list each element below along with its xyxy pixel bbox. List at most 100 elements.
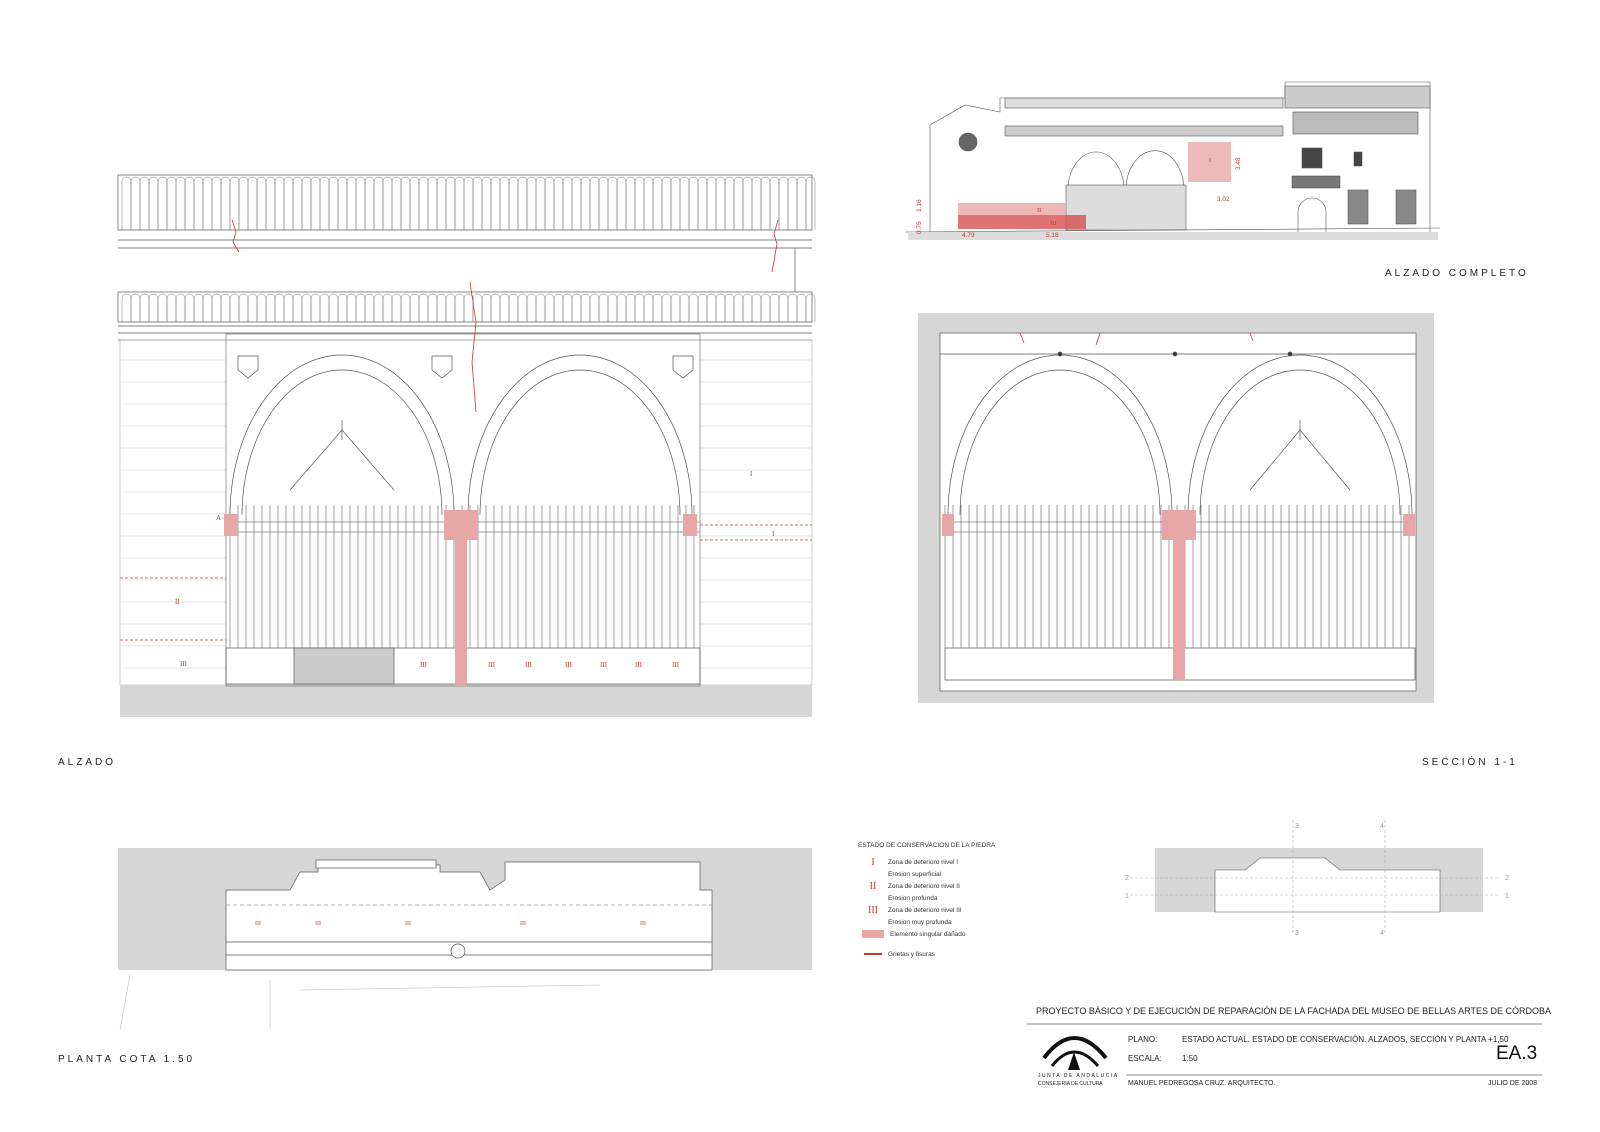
roof-tile <box>787 176 798 230</box>
roof-tile <box>535 176 546 230</box>
roof-tile <box>796 176 807 230</box>
svg-text:III: III <box>315 921 321 927</box>
label-alzado-completo: ALZADO COMPLETO <box>1385 268 1529 279</box>
roof-tile <box>409 293 420 322</box>
plano-value: ESTADO ACTUAL. ESTADO DE CONSERVACIÓN. A… <box>1182 1035 1509 1044</box>
roof-tile <box>247 176 258 230</box>
roof-tile <box>256 293 267 322</box>
legend-item: Grietas y fisuras <box>858 948 1028 960</box>
roof-tile <box>193 293 204 322</box>
legend-label: Zona de deterioro nivel III <box>888 906 962 914</box>
roof-tile <box>661 176 672 230</box>
roof-tile <box>760 293 771 322</box>
roof-tile <box>589 176 600 230</box>
roof-tile <box>166 176 177 230</box>
roof-tile <box>355 176 366 230</box>
legend-item: Erosion superficial <box>858 868 1028 880</box>
label-planta: PLANTA COTA 1.50 <box>58 1054 196 1065</box>
svg-text:II: II <box>175 598 180 606</box>
roof-tile <box>760 176 771 230</box>
roof-tile <box>148 293 159 322</box>
zone-symbol: I <box>871 856 875 868</box>
roof-tile <box>463 176 474 230</box>
legend-label: Erosion superficial <box>888 870 942 878</box>
roof-tile <box>715 176 726 230</box>
roof-tile <box>364 293 375 322</box>
label-seccion: SECCIÓN 1-1 <box>1422 757 1518 768</box>
roof-tile <box>184 176 195 230</box>
zone-iii-mark: III <box>565 661 573 669</box>
svg-text:I: I <box>772 530 775 538</box>
alzado-completo-elevation <box>904 81 1441 240</box>
roof-tile <box>490 293 501 322</box>
damaged-element-swatch <box>862 930 884 938</box>
roof-tile <box>625 293 636 322</box>
roof-tile <box>562 293 573 322</box>
roof-tile <box>769 293 780 322</box>
roof-tile <box>157 176 168 230</box>
roof-tile <box>346 293 357 322</box>
roof-tile <box>301 293 312 322</box>
roof-tile <box>310 176 321 230</box>
roof-tile <box>319 176 330 230</box>
roof-tile <box>670 293 681 322</box>
roof-tile <box>508 293 519 322</box>
roof-tile <box>724 293 735 322</box>
roof-tile <box>418 176 429 230</box>
roof-tile <box>301 176 312 230</box>
roof-tile <box>778 176 789 230</box>
roof-tile <box>148 176 159 230</box>
svg-text:4: 4 <box>1380 930 1384 937</box>
roof-tile <box>697 176 708 230</box>
roof-tile <box>463 293 474 322</box>
roof-tile <box>184 293 195 322</box>
roof-tile <box>499 176 510 230</box>
roof-tile <box>589 293 600 322</box>
svg-text:4: 4 <box>1380 823 1384 830</box>
roof-tile <box>607 176 618 230</box>
roof-tile <box>256 176 267 230</box>
roof-tile <box>625 176 636 230</box>
svg-text:2: 2 <box>1125 875 1129 882</box>
roof-tile <box>571 176 582 230</box>
roof-tile <box>400 176 411 230</box>
roof-tile <box>355 293 366 322</box>
alzado-completo-damage: 1.16 0.75 4.79 5.18 3.02 3.48 I II III <box>916 142 1242 239</box>
roof-tile <box>526 176 537 230</box>
roof-tile <box>778 293 789 322</box>
roof-tile <box>598 293 609 322</box>
roof-tile <box>742 176 753 230</box>
roof-tile <box>373 176 384 230</box>
project-title: PROYECTO BÁSICO Y DE EJECUCIÓN DE REPARA… <box>1036 1006 1551 1016</box>
logo-line2: CONSEJERIA DE CULTURA <box>1038 1081 1103 1087</box>
roof-tile <box>472 293 483 322</box>
roof-tile <box>796 293 807 322</box>
svg-text:3.02: 3.02 <box>1217 196 1230 203</box>
zone-iii-mark: III <box>635 661 643 669</box>
arch-right <box>467 354 693 516</box>
svg-text:III: III <box>640 921 646 927</box>
legend-label: Zona de deterioro nivel II <box>888 882 960 890</box>
roof-tile <box>670 176 681 230</box>
roof-tile <box>688 176 699 230</box>
roof-tile <box>643 293 654 322</box>
roof-tile <box>418 293 429 322</box>
roof-tile <box>310 293 321 322</box>
legend-label: Erosion profunda <box>888 894 938 902</box>
svg-text:1: 1 <box>1505 893 1509 900</box>
roof-tile <box>787 293 798 322</box>
roof-tile <box>742 293 753 322</box>
roof-tile <box>634 176 645 230</box>
roof-tile <box>220 176 231 230</box>
roof-tile <box>220 293 231 322</box>
zone-iii-mark: III <box>600 661 608 669</box>
roof-tile <box>481 293 492 322</box>
legend-label: Elemento singular dañado <box>890 930 966 938</box>
roof-tile <box>130 293 141 322</box>
roof-tile <box>391 293 402 322</box>
roof-tile <box>472 176 483 230</box>
